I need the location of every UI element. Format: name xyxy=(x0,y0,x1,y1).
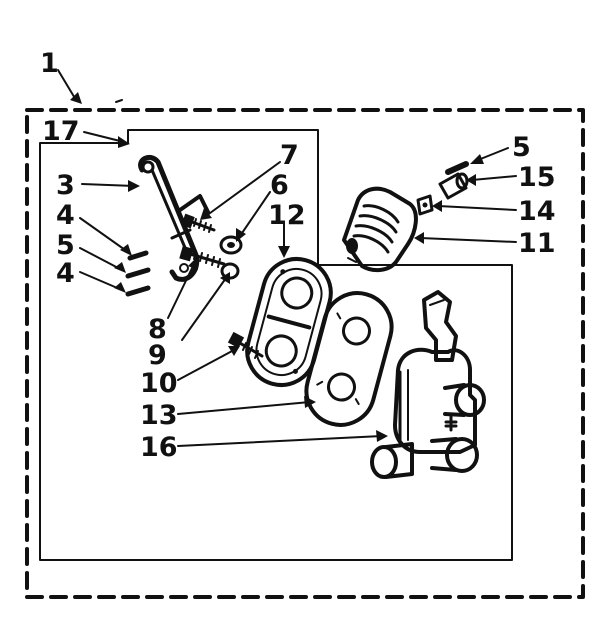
callout-10: 10 xyxy=(140,368,178,399)
callout-16: 16 xyxy=(140,432,178,463)
callout-17: 17 xyxy=(42,116,80,147)
callout-7: 7 xyxy=(280,140,299,171)
part-11-coil xyxy=(342,186,418,273)
callout-3: 3 xyxy=(56,170,75,201)
part-8-screw xyxy=(179,245,226,268)
part-10-screw xyxy=(227,331,264,359)
subassembly-boundary-inner xyxy=(39,129,513,561)
part-7-screw xyxy=(181,213,216,233)
callout-9: 9 xyxy=(148,340,167,371)
part-14-clip xyxy=(416,194,434,216)
part-3-lever xyxy=(138,155,210,282)
part-5-seal-upper xyxy=(445,161,469,175)
part-16-valve-body xyxy=(370,290,486,479)
callout-8: 8 xyxy=(148,314,167,345)
callout-11: 11 xyxy=(518,228,556,259)
callout-4-lower: 4 xyxy=(56,258,75,289)
leader-lines xyxy=(57,69,517,447)
callout-15: 15 xyxy=(518,162,556,193)
callout-6: 6 xyxy=(270,170,289,201)
part-6-nut xyxy=(219,235,243,255)
part-15-plunger xyxy=(438,172,469,200)
callout-12: 12 xyxy=(268,200,306,231)
callout-labels: 1 17 3 4 5 4 7 6 12 8 9 10 13 16 5 15 14… xyxy=(40,48,556,463)
callout-5-left: 5 xyxy=(56,230,75,261)
callout-13: 13 xyxy=(140,400,178,431)
callout-1: 1 xyxy=(40,48,59,79)
part-13-plate xyxy=(304,291,394,427)
parts-4-5-4-small-gaskets xyxy=(125,250,151,297)
assembly-boundary-outer xyxy=(25,108,585,599)
callout-5-right: 5 xyxy=(512,132,531,163)
part-12-gasket xyxy=(245,257,333,387)
callout-4-upper: 4 xyxy=(56,200,75,231)
callout-14: 14 xyxy=(518,196,556,227)
tick-mark xyxy=(115,99,123,103)
